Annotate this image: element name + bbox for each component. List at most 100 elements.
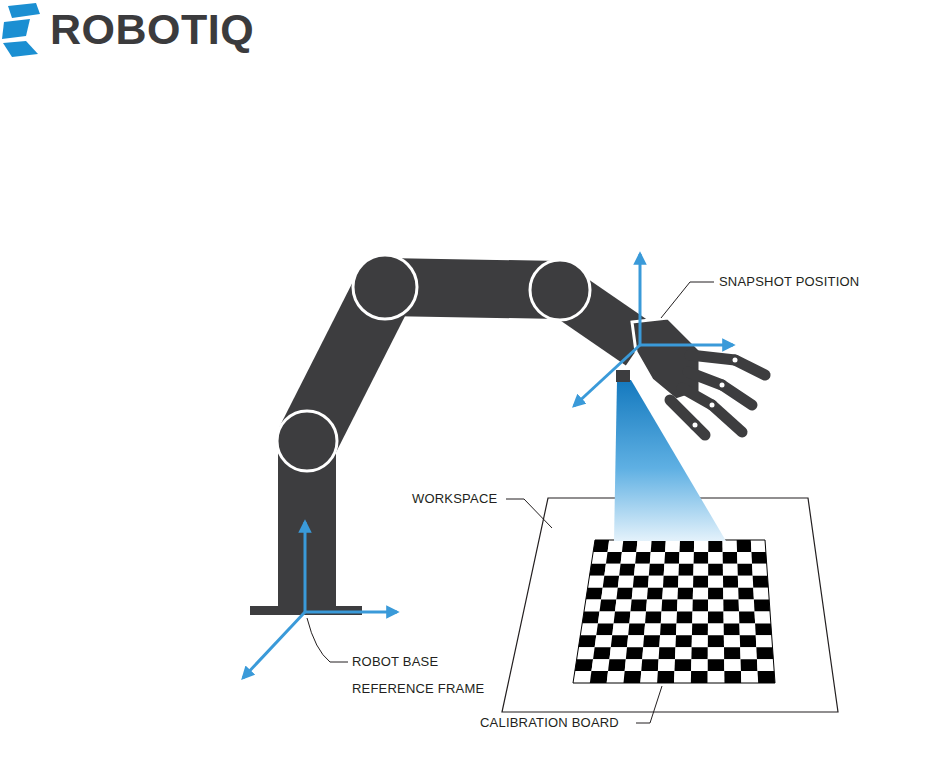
board-square: [758, 671, 775, 683]
board-square: [631, 600, 647, 612]
board-square: [645, 612, 661, 624]
board-square: [627, 635, 644, 647]
board-square: [724, 635, 740, 647]
board-square: [708, 623, 724, 635]
board-square: [628, 623, 645, 635]
board-square: [608, 540, 624, 552]
board-square: [622, 540, 638, 552]
board-square: [590, 671, 608, 683]
board-square: [624, 671, 642, 683]
board-square: [724, 612, 740, 624]
board-square: [751, 552, 766, 564]
board-square: [741, 659, 758, 671]
board-square: [739, 612, 755, 624]
callout-label: CALIBRATION BOARD: [480, 709, 635, 736]
board-square: [739, 623, 755, 635]
board-square: [738, 576, 753, 588]
logo-icon: [2, 3, 40, 57]
board-square: [753, 576, 769, 588]
board-square: [693, 600, 709, 612]
board-square: [752, 564, 767, 576]
board-square: [708, 647, 724, 659]
board-square: [674, 671, 691, 683]
board-square: [723, 540, 738, 552]
board-square: [632, 588, 648, 600]
robot-arm: [250, 255, 765, 615]
board-square: [584, 600, 601, 612]
board-square: [595, 635, 613, 647]
board-square: [625, 659, 643, 671]
board-square: [650, 552, 665, 564]
board-square: [678, 576, 693, 588]
board-square: [593, 647, 611, 659]
callout-label: ROBOT BASE REFERENCE FRAME: [352, 648, 487, 702]
board-square: [724, 659, 741, 671]
board-square: [635, 552, 651, 564]
board-square: [693, 564, 708, 576]
board-square: [680, 540, 695, 552]
board-square: [675, 647, 692, 659]
board-square: [676, 635, 692, 647]
board-square: [708, 635, 724, 647]
board-square: [662, 588, 678, 600]
board-square: [633, 576, 649, 588]
board-square: [640, 671, 658, 683]
board-square: [723, 576, 738, 588]
board-square: [598, 612, 615, 624]
board-square: [651, 540, 666, 552]
board-square: [614, 612, 631, 624]
board-square: [577, 647, 595, 659]
board-square: [641, 659, 658, 671]
board-square: [601, 588, 618, 600]
board-square: [737, 552, 752, 564]
board-square: [648, 576, 664, 588]
board-square: [591, 659, 609, 671]
board-square: [593, 540, 609, 552]
board-square: [708, 671, 725, 683]
board-square: [751, 540, 766, 552]
board-square: [621, 552, 637, 564]
board-square: [612, 623, 629, 635]
board-square: [679, 552, 694, 564]
board-square: [692, 623, 708, 635]
board-square: [756, 635, 773, 647]
board-square: [615, 600, 632, 612]
board-square: [573, 671, 591, 683]
calibration-board: [573, 540, 775, 683]
board-square: [739, 600, 755, 612]
board-square: [708, 588, 723, 600]
board-square: [634, 564, 650, 576]
board-square: [691, 671, 708, 683]
board-square: [754, 600, 770, 612]
board-square: [723, 588, 738, 600]
board-square: [580, 623, 598, 635]
board-square: [609, 647, 627, 659]
board-square: [677, 600, 693, 612]
board-square: [757, 659, 774, 671]
board-square: [737, 540, 752, 552]
board-square: [691, 647, 707, 659]
board-square: [643, 635, 660, 647]
snapshot-frame-axes: [574, 254, 733, 406]
board-square: [677, 612, 693, 624]
board-square: [694, 540, 708, 552]
board-square: [741, 671, 758, 683]
board-square: [659, 635, 676, 647]
board-square: [740, 647, 757, 659]
board-square: [708, 659, 725, 671]
board-square: [662, 600, 678, 612]
board-square: [724, 671, 741, 683]
board-square: [660, 623, 676, 635]
board-square: [649, 564, 665, 576]
board-square: [756, 647, 773, 659]
board-square: [708, 612, 724, 624]
board-square: [611, 635, 628, 647]
board-square: [644, 623, 661, 635]
leader-line: [307, 282, 714, 723]
board-square: [636, 540, 651, 552]
board-square: [708, 576, 723, 588]
board-border: [573, 540, 775, 683]
board-square: [616, 588, 632, 600]
board-square: [708, 540, 722, 552]
board-square: [740, 635, 757, 647]
